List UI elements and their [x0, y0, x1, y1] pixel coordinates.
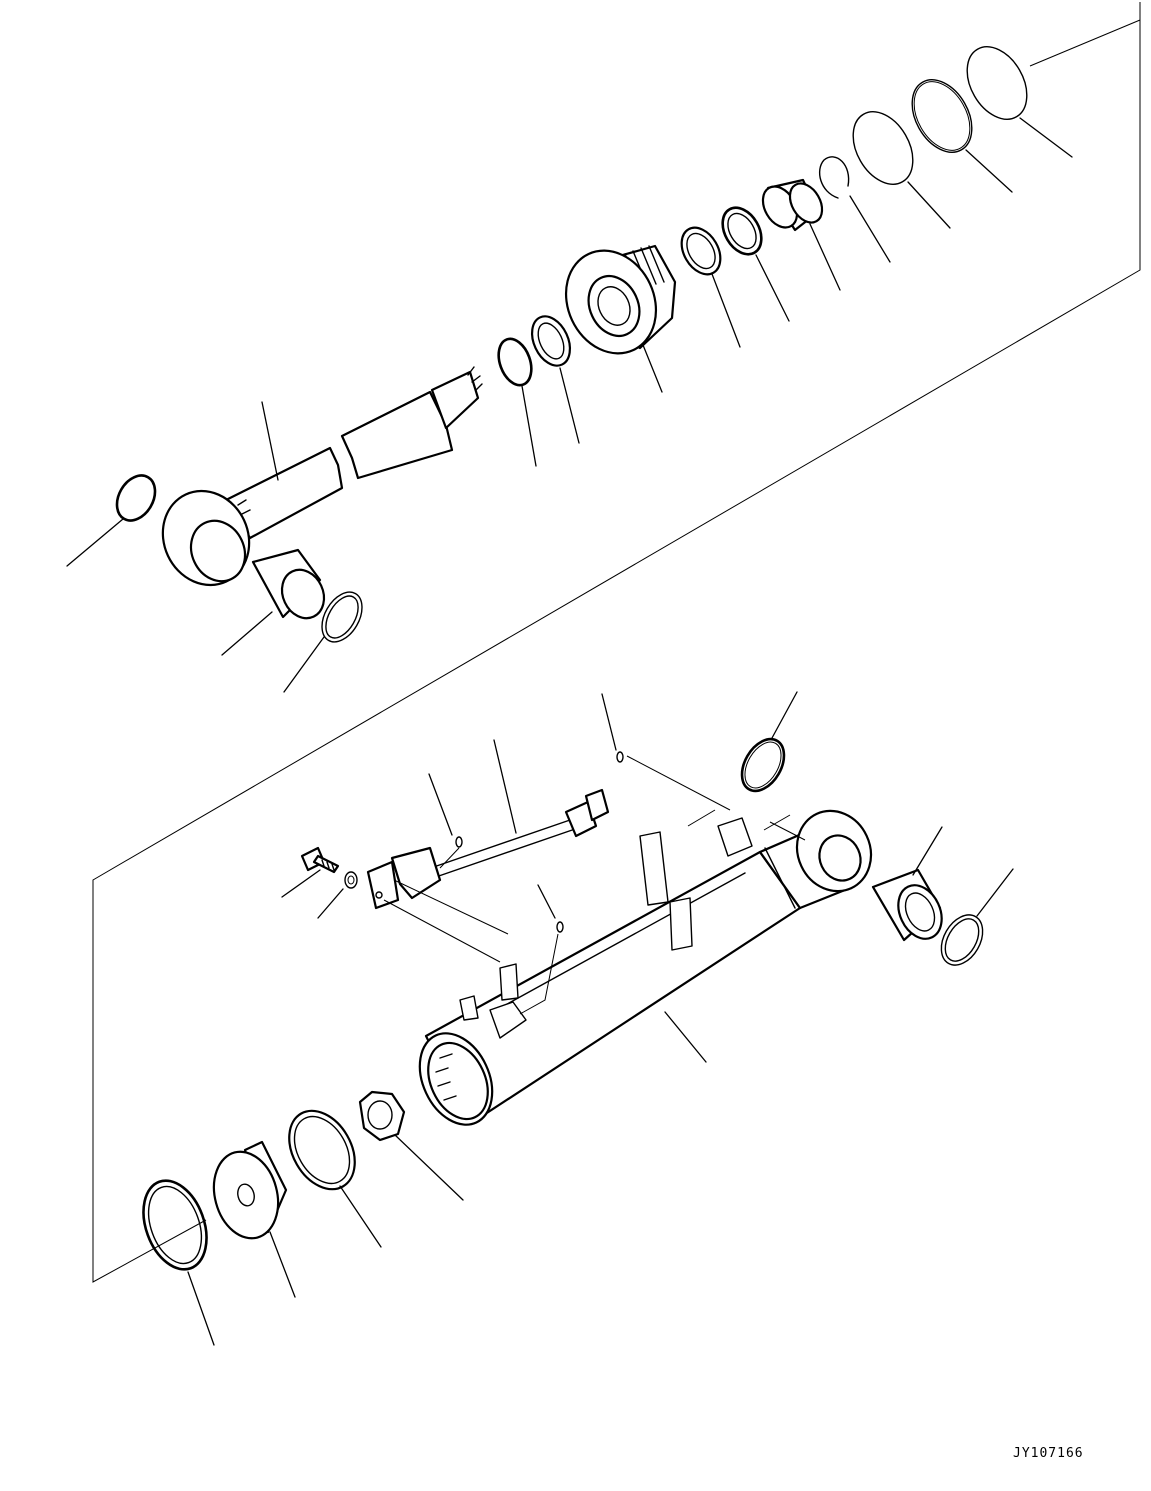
- rod-seal: [525, 310, 579, 443]
- grease-fitting-b: [602, 694, 805, 840]
- drawing-code: JY107166: [1013, 1446, 1084, 1461]
- head-o-ring: [674, 221, 740, 347]
- tube: [406, 799, 884, 1137]
- head-seal-1: [841, 101, 950, 228]
- piston-seal: [132, 1172, 218, 1345]
- washer: [318, 872, 357, 918]
- clamp-bracket: [368, 862, 508, 962]
- rod-end-retainer-ring: [67, 469, 163, 566]
- piston-nut: [360, 1092, 463, 1200]
- rod-snap-ring: [493, 334, 538, 466]
- head-snap-ring: [820, 157, 890, 262]
- head-backup-ring: [715, 201, 789, 321]
- piston-rod: [148, 367, 482, 599]
- rod-end-bushing: [222, 550, 332, 655]
- piston: [205, 1142, 295, 1297]
- grease-fitting-a: [429, 774, 462, 868]
- head-bushing: [756, 178, 840, 290]
- head-seal-3: [955, 36, 1072, 157]
- grease-fitting-c: [520, 885, 563, 1014]
- rod-end-dust-seal: [284, 585, 370, 692]
- tube-dust-seal: [933, 869, 1013, 972]
- tube-retainer-ring: [733, 692, 797, 798]
- tube-bushing: [873, 827, 950, 946]
- hose: [392, 740, 608, 898]
- piston-wear-ring: [276, 1099, 381, 1247]
- cylinder-head: [550, 236, 675, 392]
- head-seal-2: [900, 69, 1012, 192]
- assembly-frame: [93, 2, 1140, 1282]
- bolt: [282, 848, 338, 897]
